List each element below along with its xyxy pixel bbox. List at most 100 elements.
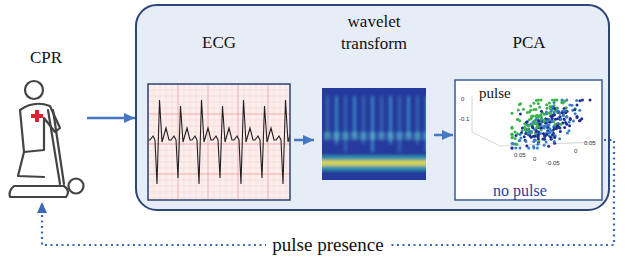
pca-point: [527, 127, 530, 130]
pca-point: [511, 132, 514, 135]
pca-point: [540, 99, 543, 102]
pca-point: [538, 123, 541, 126]
ecg-stage: ECG: [146, 33, 292, 201]
pca-point: [515, 143, 518, 146]
pca-point: [538, 106, 541, 109]
scalogram-ridge: [353, 96, 356, 136]
pca-point: [573, 108, 576, 111]
pca-point: [511, 147, 514, 150]
grid-line: [148, 192, 290, 193]
scalogram-spot: [333, 132, 340, 140]
pca-point: [551, 133, 554, 136]
pca-point: [548, 121, 551, 124]
pca-point: [511, 126, 514, 129]
pca-point: [545, 107, 548, 110]
flow-arrow: [294, 139, 314, 142]
pca-point: [581, 99, 584, 102]
pca-point: [560, 101, 563, 104]
scalogram-ridge: [380, 96, 383, 136]
grid-line: [148, 126, 290, 127]
stage-title: ECG: [146, 33, 292, 53]
pca-point: [532, 140, 535, 143]
pca-point: [578, 119, 581, 122]
pca-point: [540, 110, 543, 113]
pca-point: [519, 147, 522, 150]
edge-label: pulse presence: [266, 234, 389, 256]
pca-point: [574, 112, 577, 115]
pca-point: [528, 110, 531, 113]
patient-body: [10, 186, 69, 197]
pca-point: [561, 111, 564, 114]
scalogram-spot: [324, 132, 331, 140]
grid-line: [196, 84, 197, 200]
pca-plot: [455, 80, 602, 200]
pca-point: [536, 143, 539, 146]
patient-head: [69, 179, 84, 194]
pca-point: [545, 133, 548, 136]
pca-point: [511, 136, 514, 139]
scalogram-ridge: [398, 96, 401, 152]
pca-point: [529, 105, 532, 108]
flow-arrow: [434, 134, 453, 137]
scalogram-spot: [351, 132, 358, 140]
pca-point: [569, 118, 572, 121]
rescuer-leg: [18, 152, 44, 177]
axis-tick: 0: [574, 148, 577, 155]
pca-point: [549, 136, 552, 139]
axis-tick: 0.05: [514, 152, 526, 159]
pca-point: [530, 115, 533, 118]
pipeline-panel: ECGwavelet transformPCApulseno pulse: [135, 4, 610, 211]
cluster-label: no pulse: [493, 183, 547, 199]
scalogram-spot: [387, 132, 394, 140]
pca-point: [539, 123, 542, 126]
pca-point: [558, 137, 561, 140]
scalogram-spot: [396, 132, 403, 140]
pca-point: [532, 108, 535, 111]
pca-point: [550, 115, 553, 118]
rescuer-arms: [48, 110, 64, 184]
pca-point: [514, 137, 517, 140]
pca-point: [553, 127, 556, 130]
pca-point: [524, 132, 527, 135]
pca-point: [547, 145, 550, 148]
pca-point: [524, 140, 527, 143]
axis-tick: -0.1: [459, 116, 469, 123]
pca-point: [538, 115, 541, 118]
pca-point: [511, 133, 514, 136]
pca-point: [564, 121, 567, 124]
feedback-arrow: [42, 140, 614, 245]
grid-line: [148, 102, 290, 103]
pca-point: [549, 112, 552, 115]
pca-point: [531, 115, 534, 118]
rescuer-head: [25, 81, 43, 99]
pca-point: [562, 114, 565, 117]
pca-point: [565, 115, 568, 118]
pca-point: [536, 126, 539, 129]
pca-point: [545, 111, 548, 114]
pca-point: [559, 118, 562, 121]
pca-point: [511, 136, 514, 139]
grid-line: [268, 84, 269, 200]
pca-point: [527, 124, 530, 127]
grid-line: [274, 84, 275, 200]
ecg-plot: [146, 84, 316, 200]
pca-point: [572, 120, 575, 123]
pca-point: [550, 129, 553, 132]
pca-point: [537, 137, 540, 140]
grid-line: [256, 84, 257, 200]
pca-point: [523, 123, 526, 126]
pca-point: [562, 114, 565, 117]
grid-line: [148, 96, 290, 97]
pca-axes: [472, 96, 596, 146]
grid-line: [220, 84, 221, 200]
grid-line: [232, 84, 233, 200]
pca-point: [519, 113, 522, 116]
pca-point: [523, 135, 526, 138]
ecg-frame: [148, 84, 290, 200]
pca-point: [553, 114, 556, 117]
pca-point: [524, 128, 527, 131]
stage-title: PCA: [455, 33, 603, 53]
stage-title: wavelet transform: [316, 11, 432, 55]
wavelet-stage: wavelet transform: [316, 10, 432, 182]
